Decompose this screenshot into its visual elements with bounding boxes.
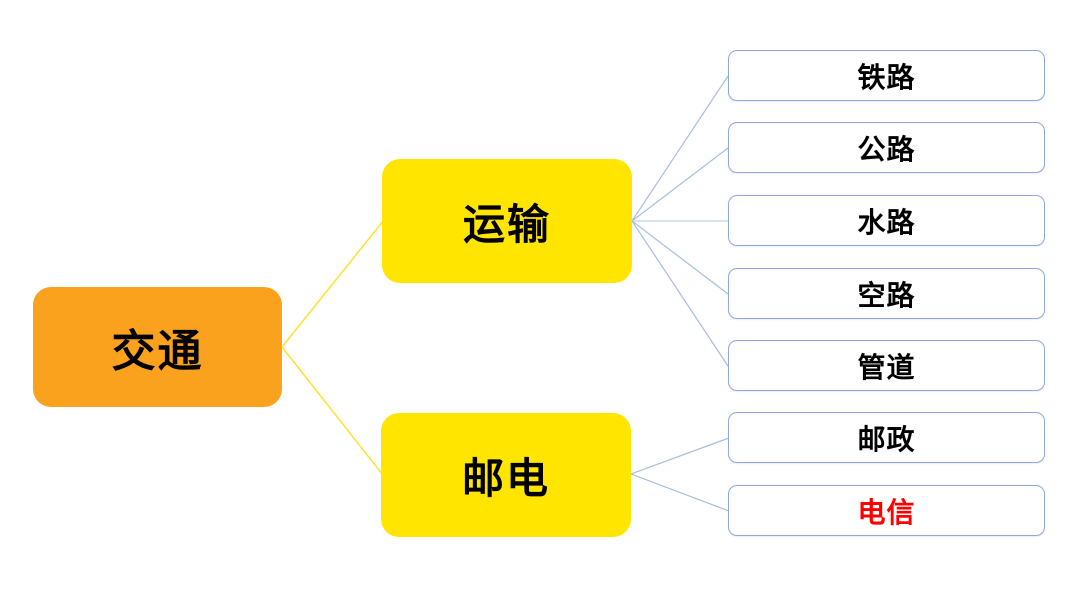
node-postal-label: 邮政 bbox=[857, 423, 916, 455]
node-post-telecom[interactable]: 邮电 bbox=[381, 413, 631, 537]
connector-post-telecom bbox=[630, 473, 730, 512]
node-traffic-label: 交通 bbox=[111, 327, 204, 376]
node-traffic[interactable]: 交通 bbox=[33, 287, 282, 407]
node-telecom[interactable]: 电信 bbox=[728, 485, 1045, 536]
node-telecom-label: 电信 bbox=[857, 496, 916, 528]
node-pipeline-label: 管道 bbox=[857, 351, 916, 383]
connector-transport-pipeline bbox=[631, 220, 729, 367]
node-railway-label: 铁路 bbox=[857, 61, 916, 93]
connector-transport-highway bbox=[631, 147, 729, 222]
node-highway-label: 公路 bbox=[857, 133, 916, 165]
connector-transport-airway bbox=[631, 220, 729, 295]
node-post-telecom-label: 邮电 bbox=[461, 454, 550, 502]
node-airway[interactable]: 空路 bbox=[728, 268, 1045, 319]
node-postal[interactable]: 邮政 bbox=[728, 412, 1045, 463]
node-waterway-label: 水路 bbox=[857, 206, 916, 238]
node-highway[interactable]: 公路 bbox=[728, 122, 1045, 173]
node-transport[interactable]: 运输 bbox=[382, 159, 632, 283]
connector-post-postal bbox=[630, 437, 730, 475]
node-pipeline[interactable]: 管道 bbox=[728, 340, 1045, 391]
connector-transport-railway bbox=[631, 75, 729, 222]
node-waterway[interactable]: 水路 bbox=[728, 195, 1045, 246]
connector-root-transport bbox=[281, 219, 385, 348]
node-railway[interactable]: 铁路 bbox=[728, 50, 1045, 101]
node-transport-label: 运输 bbox=[462, 200, 551, 248]
connector-root-post bbox=[281, 346, 384, 476]
node-airway-label: 空路 bbox=[857, 279, 916, 311]
